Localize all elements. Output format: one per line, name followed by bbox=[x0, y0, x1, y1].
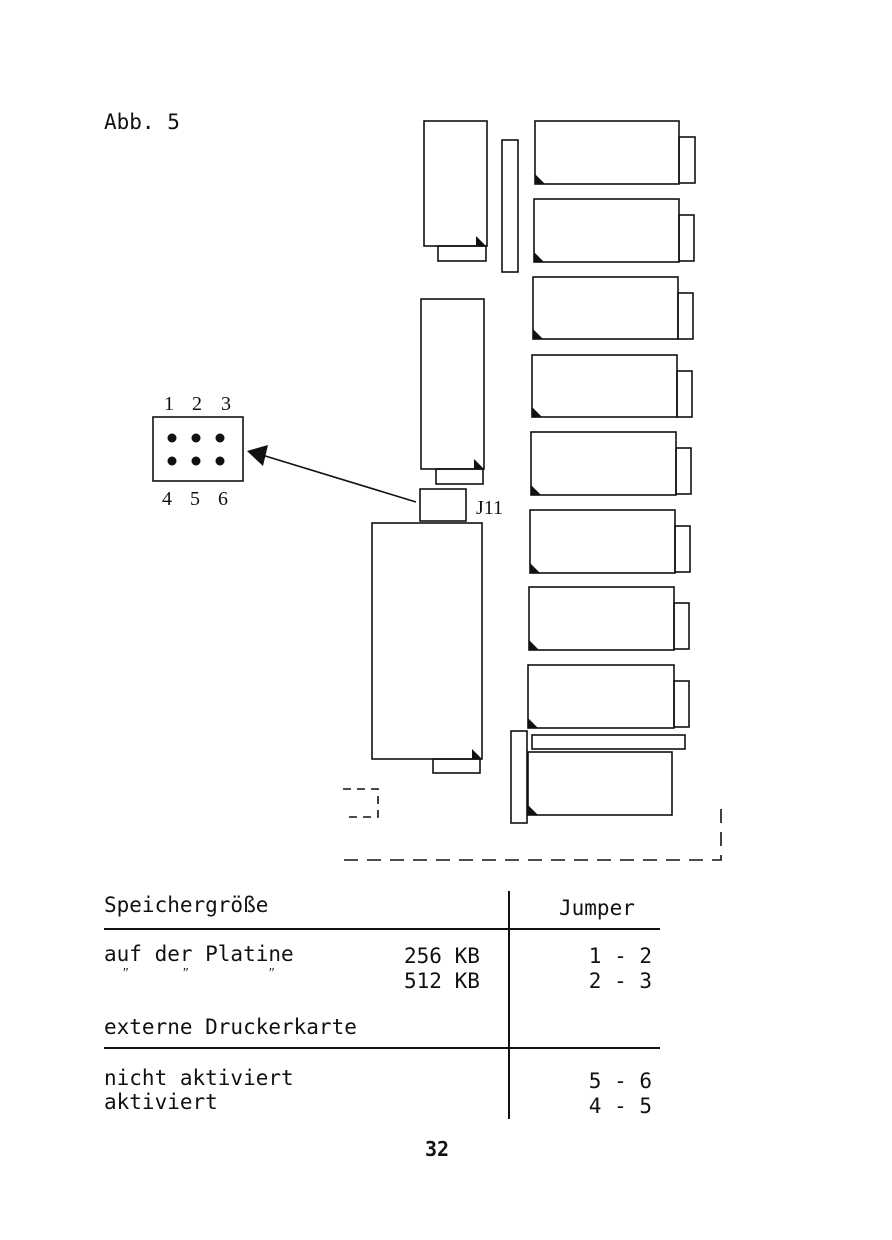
board-chip-socket bbox=[437, 245, 487, 262]
ditto-mark: " bbox=[182, 966, 188, 981]
jumper-value: 5 - 6 bbox=[588, 1069, 652, 1093]
arrowhead-icon bbox=[247, 445, 268, 466]
memory-module-tab bbox=[674, 525, 691, 573]
memory-module-tab bbox=[678, 136, 696, 184]
page-number: 32 bbox=[425, 1137, 450, 1161]
memory-module-tab bbox=[673, 680, 690, 728]
board-slot bbox=[501, 139, 519, 273]
figure-caption: Abb. 5 bbox=[104, 110, 180, 134]
memory-module-tab bbox=[676, 370, 693, 418]
jumper-value: 4 - 5 bbox=[588, 1094, 652, 1118]
jumper-j11-label: J11 bbox=[476, 497, 504, 519]
jumper-pin-label-3: 3 bbox=[221, 393, 231, 415]
memory-module-tab bbox=[678, 214, 695, 262]
memory-module bbox=[533, 198, 680, 263]
ditto-mark: " bbox=[268, 966, 274, 981]
jumper-inset-frame bbox=[152, 416, 244, 482]
memory-module bbox=[527, 664, 675, 729]
section-title-printer: externe Druckerkarte bbox=[104, 1015, 357, 1039]
jumper-value: 1 - 2 bbox=[588, 944, 652, 968]
memory-module bbox=[527, 751, 673, 816]
board-large-chip bbox=[371, 522, 483, 760]
board-chip bbox=[423, 120, 488, 247]
printer-state-label: aktiviert bbox=[104, 1090, 218, 1114]
board-outline bbox=[344, 803, 722, 861]
jumper-pin-label-2: 2 bbox=[192, 393, 202, 415]
table-header-left: Speichergröße bbox=[104, 893, 269, 917]
table-column-divider bbox=[508, 891, 510, 1119]
jumper-pin-label-5: 5 bbox=[190, 488, 200, 510]
memory-module-tab bbox=[673, 602, 690, 650]
jumper-value: 2 - 3 bbox=[588, 969, 652, 993]
j11-jumper-block bbox=[419, 488, 467, 522]
memory-module bbox=[534, 120, 680, 185]
board-outline-corner bbox=[343, 788, 379, 818]
jumper-pin-label-4: 4 bbox=[162, 488, 172, 510]
memory-module bbox=[528, 586, 675, 651]
board-chip bbox=[420, 298, 485, 470]
memory-module bbox=[530, 431, 677, 496]
size-value: 256 KB bbox=[404, 944, 480, 968]
jumper-pin-label-1: 1 bbox=[164, 393, 174, 415]
jumper-pin-label-6: 6 bbox=[218, 488, 228, 510]
memory-module-tab bbox=[677, 292, 694, 340]
table-section-rule bbox=[104, 1047, 660, 1049]
circuit-board-diagram bbox=[152, 120, 722, 861]
printer-state-label: nicht aktiviert bbox=[104, 1066, 294, 1090]
board-strip bbox=[531, 734, 686, 750]
jumper-pins bbox=[167, 433, 225, 466]
memory-module-tab bbox=[675, 447, 692, 495]
board-connector bbox=[510, 730, 528, 824]
arrow-line bbox=[261, 454, 417, 503]
board-chip-socket bbox=[432, 758, 481, 774]
memory-module bbox=[531, 354, 678, 418]
ditto-mark: " bbox=[122, 966, 128, 981]
memory-module bbox=[529, 509, 676, 574]
memory-module bbox=[532, 276, 679, 340]
size-value: 512 KB bbox=[404, 969, 480, 993]
board-chip-socket bbox=[435, 468, 484, 485]
table-header-right: Jumper bbox=[559, 896, 635, 920]
table-header-rule bbox=[104, 928, 660, 930]
section-title-board: auf der Platine bbox=[104, 942, 294, 966]
